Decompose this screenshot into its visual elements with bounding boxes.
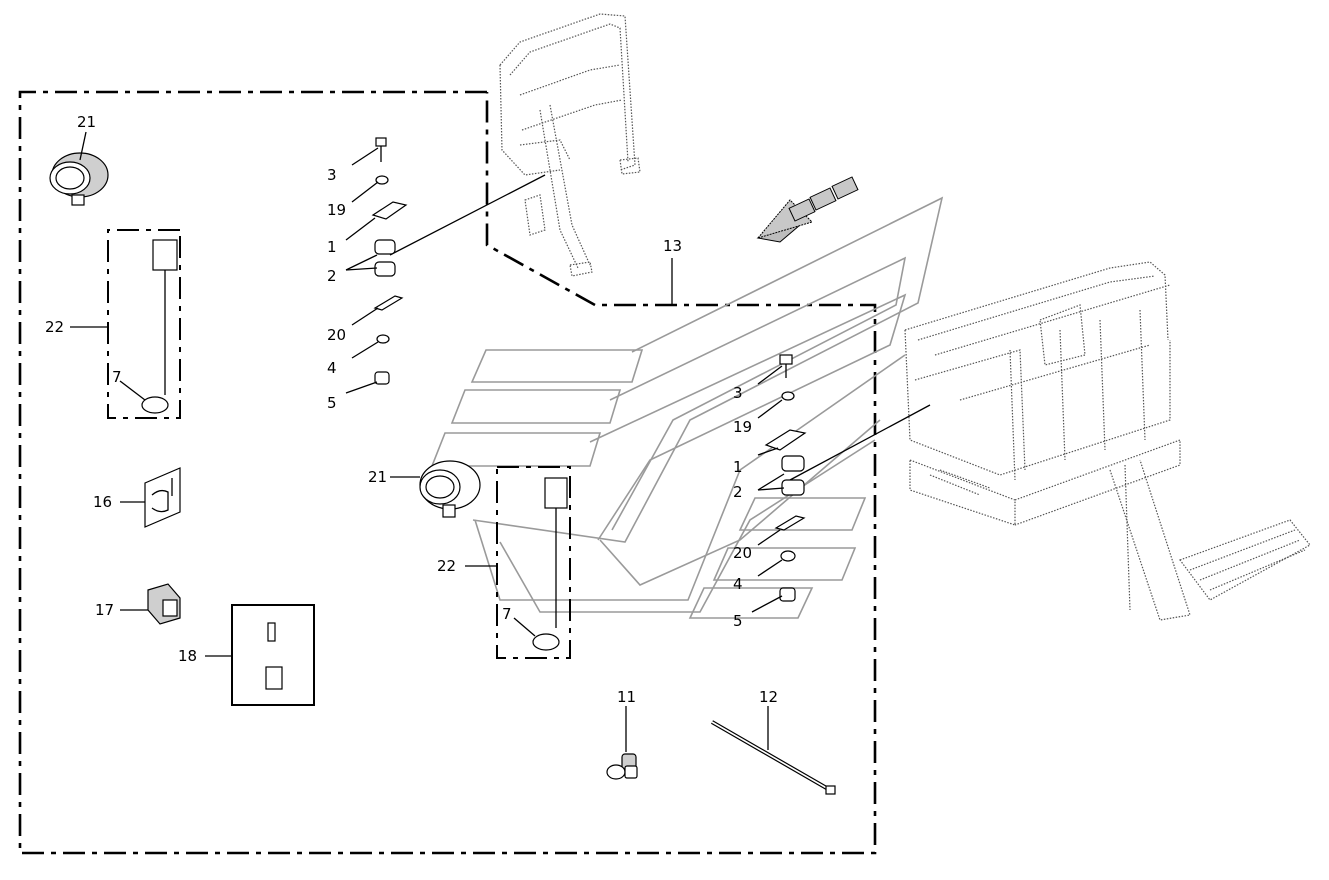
- bracket-stack-right: [751, 354, 807, 613]
- assembly-boundary: [18, 90, 877, 855]
- connector-icon: [606, 706, 638, 780]
- ladder-platform-right: [904, 261, 1311, 621]
- ladder-upper: [499, 13, 641, 277]
- callout-3-right: 3: [733, 384, 743, 402]
- callout-13: 13: [663, 237, 682, 255]
- harness-kit-box-left: [70, 229, 181, 419]
- leader-lines: [389, 174, 931, 481]
- wiring-harness-outline: [430, 196, 944, 619]
- callout-16: 16: [93, 493, 112, 511]
- cable-tie-icon: [711, 706, 836, 795]
- direction-arrow-icon: [756, 176, 859, 243]
- callout-2-right: 2: [733, 483, 743, 501]
- callout-19-right: 19: [733, 418, 752, 436]
- callout-19-top: 19: [327, 201, 346, 219]
- work-lamp-icon: [49, 131, 109, 206]
- callout-22-left: 22: [45, 318, 64, 336]
- callout-22-mid: 22: [437, 557, 456, 575]
- callout-3-top: 3: [327, 166, 337, 184]
- callout-20-top: 20: [327, 326, 346, 344]
- relay-kit-box: [205, 604, 315, 706]
- bracket-stack-top: [345, 137, 408, 394]
- callout-4-top: 4: [327, 359, 337, 377]
- callout-2-top: 2: [327, 267, 337, 285]
- callout-21-top: 21: [77, 113, 96, 131]
- callout-7-left: 7: [112, 368, 122, 386]
- callout-21-mid: 21: [368, 468, 387, 486]
- callout-5-right: 5: [733, 612, 743, 630]
- callout-18: 18: [178, 647, 197, 665]
- callout-20-right: 20: [733, 544, 752, 562]
- callout-1-top: 1: [327, 238, 337, 256]
- callout-1-right: 1: [733, 458, 743, 476]
- callout-11: 11: [617, 688, 636, 706]
- callout-7-mid: 7: [502, 605, 512, 623]
- work-lamp-icon: [390, 460, 481, 518]
- rocker-switch-icon: [120, 583, 181, 625]
- callout-4-right: 4: [733, 575, 743, 593]
- harness-kit-box-mid: [465, 466, 571, 659]
- callout-12: 12: [759, 688, 778, 706]
- callout-5-top: 5: [327, 394, 337, 412]
- headlight-decal-icon: [120, 467, 181, 528]
- callout-17: 17: [95, 601, 114, 619]
